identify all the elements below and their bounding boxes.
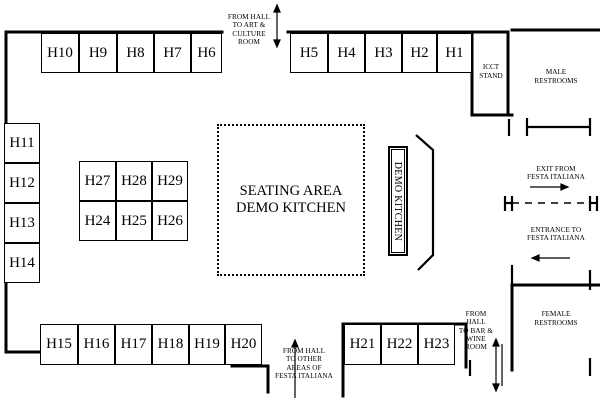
demo-kitchen-station[interactable]: DEMO KITCHEN xyxy=(388,146,408,256)
booth-h20[interactable]: H20 xyxy=(225,324,262,365)
note-from-hall-art-room: FROM HALL TO ART & CULTURE ROOM xyxy=(222,13,276,46)
booth-h27[interactable]: H27 xyxy=(79,161,116,201)
male-restrooms-line2: RESTROOMS xyxy=(534,76,578,85)
booth-h21[interactable]: H21 xyxy=(344,324,381,365)
arrow-other-areas xyxy=(291,338,299,398)
note-exit: EXIT FROM FESTA ITALIANA xyxy=(516,165,596,182)
female-restrooms-line2: RESTROOMS xyxy=(534,318,578,327)
booth-h2[interactable]: H2 xyxy=(402,33,437,73)
arrow-exit xyxy=(530,183,570,191)
note-from-hall-bar-wine: FROM HALL TO BAR & WINE ROOM xyxy=(456,310,496,351)
seating-area-sublabel: DEMO KITCHEN xyxy=(236,200,346,216)
booth-h19[interactable]: H19 xyxy=(189,324,225,365)
note-line: TO BAR & xyxy=(458,326,494,335)
note-line: FROM HALL xyxy=(465,310,487,327)
note-from-hall-other-areas: FROM HALL TO OTHER AREAS OF FESTA ITALIA… xyxy=(268,347,340,380)
booth-h5[interactable]: H5 xyxy=(290,33,328,73)
booth-h25[interactable]: H25 xyxy=(116,201,152,241)
note-line: TO OTHER xyxy=(285,355,322,364)
booth-h17[interactable]: H17 xyxy=(115,324,152,365)
note-line: WINE ROOM xyxy=(465,334,487,352)
booth-h26[interactable]: H26 xyxy=(152,201,188,241)
arrow-bar-wine xyxy=(492,337,503,393)
note-line: TO ART & xyxy=(232,21,266,30)
booth-h24[interactable]: H24 xyxy=(79,201,116,241)
booth-h10[interactable]: H10 xyxy=(41,33,79,73)
booth-h1[interactable]: H1 xyxy=(437,33,472,73)
booth-h13[interactable]: H13 xyxy=(4,203,40,243)
booth-h12[interactable]: H12 xyxy=(4,163,40,203)
arrow-art-room xyxy=(273,3,281,49)
note-line: EXIT FROM xyxy=(536,165,576,173)
booth-h22[interactable]: H22 xyxy=(381,324,418,365)
male-restrooms-label: MALE RESTROOMS xyxy=(516,68,596,85)
booth-h18[interactable]: H18 xyxy=(152,324,189,365)
booth-h11[interactable]: H11 xyxy=(4,123,40,163)
note-line: FROM HALL xyxy=(227,13,271,21)
icct-stand-line1: ICCT xyxy=(482,63,500,71)
note-entrance: ENTRANCE TO FESTA ITALIANA xyxy=(516,226,596,243)
booth-h7[interactable]: H7 xyxy=(154,33,191,73)
note-line: ENTRANCE TO xyxy=(530,226,582,234)
seating-area-label: SEATING AREA xyxy=(239,182,343,199)
note-line: ROOM xyxy=(238,37,260,46)
door-marks xyxy=(468,118,599,376)
demo-kitchen-label: DEMO KITCHEN xyxy=(392,161,404,241)
booth-h15[interactable]: H15 xyxy=(40,324,78,365)
note-line: FROM HALL xyxy=(282,347,326,355)
booth-h29[interactable]: H29 xyxy=(152,161,188,201)
booth-h4[interactable]: H4 xyxy=(328,33,365,73)
booth-h14[interactable]: H14 xyxy=(4,243,40,283)
outer-wall-top-right xyxy=(286,30,510,117)
icct-stand-label: ICCT STAND xyxy=(474,63,508,80)
booth-h16[interactable]: H16 xyxy=(78,324,115,365)
icct-stand-line2: STAND xyxy=(479,71,503,80)
note-line: AREAS OF xyxy=(286,363,322,372)
male-restrooms-line1: MALE xyxy=(545,68,567,76)
booth-h23[interactable]: H23 xyxy=(418,324,455,365)
booth-h3[interactable]: H3 xyxy=(365,33,402,73)
female-restrooms-line1: FEMALE xyxy=(541,310,571,318)
note-line: FESTA ITALIANA xyxy=(527,234,585,243)
booth-h8[interactable]: H8 xyxy=(117,33,154,73)
seating-area[interactable]: SEATING AREA DEMO KITCHEN xyxy=(217,124,365,276)
note-line: FESTA ITALIANA xyxy=(275,371,333,380)
arrow-entrance xyxy=(530,254,570,262)
booth-h6[interactable]: H6 xyxy=(191,33,222,73)
booth-h9[interactable]: H9 xyxy=(79,33,117,73)
booth-h28[interactable]: H28 xyxy=(116,161,152,201)
demo-kitchen-counter xyxy=(415,134,435,271)
note-line: CULTURE xyxy=(232,29,266,38)
female-restrooms-label: FEMALE RESTROOMS xyxy=(516,310,596,327)
note-line: FESTA ITALIANA xyxy=(527,173,585,182)
